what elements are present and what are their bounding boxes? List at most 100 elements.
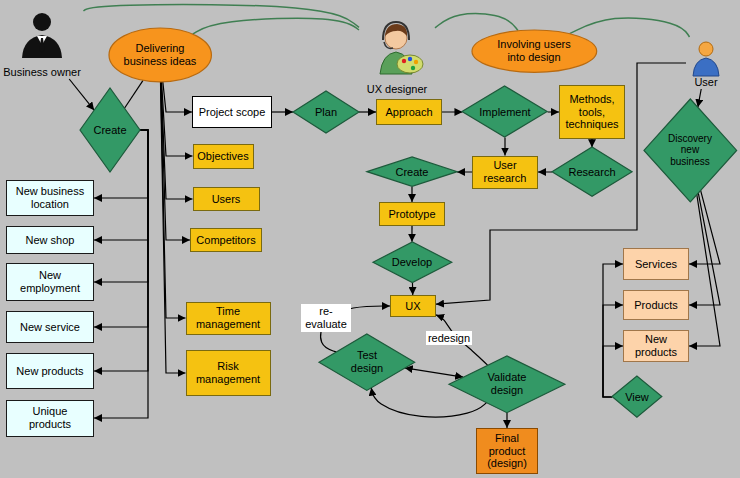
node-text: Test design [347, 349, 387, 374]
decision-diamond: Implement [462, 86, 547, 137]
node-text: Unique products [10, 405, 90, 430]
connector [591, 139, 592, 147]
node-text: Delivering business ideas [120, 42, 200, 67]
diamond-shape [552, 147, 632, 196]
node-text-group: New employment [10, 269, 90, 294]
designer-palette [397, 55, 423, 73]
node-text-group: UX designer [367, 83, 428, 96]
edge-label: re-evaluate [301, 304, 351, 331]
process-box: Competitors [190, 228, 262, 252]
offer-box: Products [623, 290, 689, 320]
node-text-group: Create [395, 166, 428, 179]
decision-diamond: Test design [319, 334, 415, 390]
node-text-group: Delivering business ideas [120, 42, 200, 67]
process-box: Users [193, 187, 260, 211]
goal-ellipse: Involving users into design [472, 30, 597, 72]
decision-diamond: Validate design [449, 356, 565, 413]
diamond-shape [319, 334, 415, 390]
decision-diamond: Plan [293, 91, 359, 133]
node-text-group: Objectives [197, 150, 248, 163]
node-text-group: Services [635, 258, 677, 271]
node-text-group: New business location [10, 185, 90, 210]
connector [162, 82, 193, 156]
connector [603, 305, 623, 397]
node-text: Competitors [196, 234, 255, 247]
process-box: Risk management [186, 350, 271, 396]
node-text-group: Approach [385, 106, 432, 119]
owner-body [22, 35, 62, 58]
node-text: Implement [479, 106, 530, 119]
paint-dot [408, 57, 412, 61]
connector [405, 368, 463, 377]
connector [436, 63, 686, 304]
node-text-group: New service [20, 321, 80, 334]
node-text-group: Discovery new business [664, 133, 716, 168]
node-text-group: Competitors [196, 234, 255, 247]
node-text-group: User [694, 76, 717, 89]
connector [411, 226, 412, 242]
diamond-shape [612, 376, 662, 417]
process-box: Time management [186, 302, 271, 335]
node-text: User [694, 76, 717, 89]
node-text-group: Prototype [388, 208, 435, 221]
connector [603, 264, 623, 397]
node-text-group: Develop [392, 256, 432, 269]
decision-diamond: Create [80, 88, 140, 172]
outcome-box: New business location [6, 180, 94, 216]
decision-diamond: Discovery new business [644, 99, 737, 202]
node-text-group: Test design [347, 349, 387, 374]
result-box: Final product (design) [476, 428, 538, 474]
node-text: Objectives [197, 150, 248, 163]
node-text: User research [476, 159, 534, 184]
connector [94, 130, 148, 418]
connector [161, 82, 190, 240]
connector [272, 111, 293, 112]
owner-head [33, 13, 51, 31]
node-text: Discovery new business [664, 133, 716, 168]
connector [442, 111, 462, 112]
decision-diamond: Research [552, 147, 632, 196]
process-box: Prototype [379, 202, 445, 226]
node-text: Services [635, 258, 677, 271]
link-arc [435, 14, 518, 31]
node-text-group: View [625, 391, 649, 404]
node-text-group: Time management [190, 305, 267, 330]
connector [506, 412, 507, 428]
decision-diamond: Create [367, 157, 457, 186]
node-text: Develop [392, 256, 432, 269]
link-arc [193, 18, 359, 34]
connector [94, 130, 148, 371]
node-text: Risk management [190, 360, 267, 385]
connector [603, 346, 623, 397]
node-text: Create [93, 124, 126, 137]
actor-node: Business owner [0, 11, 84, 79]
node-text-group: Products [634, 299, 677, 312]
node-text-group: Involving users into design [492, 38, 576, 63]
node-text-group: Users [212, 193, 241, 206]
node-text: UX designer [367, 83, 428, 96]
outcome-box: New products [6, 353, 94, 389]
owner-tie [40, 38, 45, 53]
process-box: UX [390, 295, 436, 317]
diamond-shape [80, 88, 140, 172]
connector-group [69, 4, 720, 428]
edge-label: redesign [426, 331, 472, 346]
node-text: Involving users into design [492, 38, 576, 63]
outcome-box: Unique products [6, 400, 94, 437]
connector [411, 187, 412, 202]
node-text: Final product (design) [480, 432, 534, 470]
node-text-group: Business owner [3, 66, 81, 79]
designer-mic [384, 42, 393, 48]
diamond-shape [293, 91, 359, 133]
connector [457, 171, 472, 172]
node-text-group: Validate design [482, 371, 532, 396]
node-text-group: Research [568, 166, 615, 179]
node-text-group: Plan [315, 106, 337, 119]
node-text-group: Project scope [199, 106, 266, 119]
ellipse-shape [472, 30, 597, 72]
paint-dot [402, 59, 406, 63]
diamond-shape [449, 356, 565, 413]
connector [698, 89, 701, 107]
node-text: Business owner [3, 66, 81, 79]
